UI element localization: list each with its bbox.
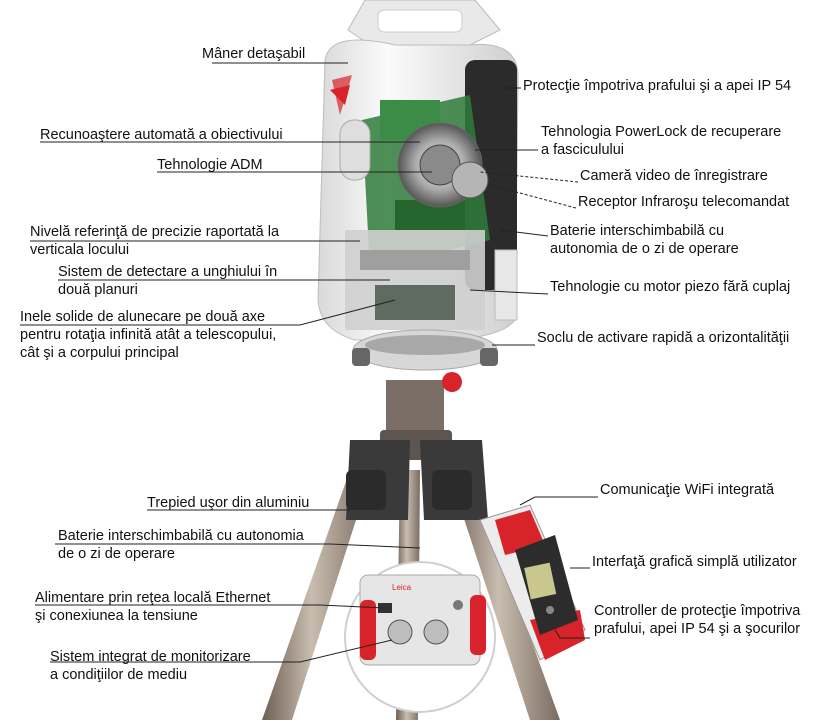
- label-alimentare-line2: şi conexiunea la tensiune: [35, 608, 198, 624]
- label-controller-line2: prafului, apei IP 54 şi a şocurilor: [594, 621, 801, 637]
- label-sistem-unghi-line2: două planuri: [58, 282, 138, 298]
- label-soclu: Soclu de activare rapidă a orizontalităţ…: [537, 330, 790, 346]
- label-baterie-jos-line1: Baterie interschimbabilă cu autonomia: [58, 528, 304, 544]
- label-inele-line1: Inele solide de alunecare pe două axe: [20, 309, 266, 325]
- label-protectie-praf: Protecţie împotriva prafului şi a apei I…: [523, 78, 792, 94]
- svg-text:Leica: Leica: [392, 583, 412, 592]
- label-baterie-sus-line2: autonomia de o zi de operare: [550, 241, 739, 257]
- label-nivela-line1: Nivelă referinţă de precizie raportată l…: [30, 224, 280, 240]
- label-baterie-jos-line2: de o zi de operare: [58, 546, 175, 562]
- label-inele-line3: cât şi a corpului principal: [20, 345, 179, 361]
- label-controller-line1: Controller de protecţie împotriva: [594, 603, 801, 619]
- label-trepied: Trepied uşor din aluminiu: [147, 495, 310, 511]
- label-alimentare-line1: Alimentare prin reţea locală Ethernet: [35, 590, 271, 606]
- label-powerlock-line1: Tehnologia PowerLock de recuperare: [541, 124, 782, 140]
- label-camera: Cameră video de înregistrare: [580, 168, 768, 184]
- label-monitorizare-line1: Sistem integrat de monitorizare: [50, 649, 251, 665]
- laser-tracker-icon: [317, 0, 519, 371]
- label-sistem-unghi-line1: Sistem de detectare a unghiului în: [58, 264, 278, 280]
- label-baterie-sus-line1: Baterie interschimbabilă cu: [550, 223, 725, 239]
- label-interfata: Interfaţă grafică simplă utilizator: [592, 554, 797, 570]
- label-recunoastere: Recunoaştere automată a obiectivului: [40, 127, 283, 143]
- label-inele-line2: pentru rotaţia infinită atât a telescopu…: [20, 327, 277, 343]
- label-adm: Tehnologie ADM: [157, 157, 263, 173]
- tripod-icon: [262, 372, 560, 720]
- leader-lines: [20, 62, 598, 663]
- label-nivela-line2: verticala locului: [30, 242, 130, 258]
- label-motor-piezo: Tehnologie cu motor piezo fără cuplaj: [550, 279, 791, 295]
- label-wifi: Comunicaţie WiFi integrată: [600, 482, 775, 498]
- label-powerlock-line2: a fasciculului: [541, 142, 625, 158]
- label-monitorizare-line2: a condiţiilor de mediu: [50, 667, 188, 683]
- label-receptor: Receptor Infraroşu telecomandat: [578, 194, 790, 210]
- handheld-controller-icon: [479, 504, 586, 661]
- label-maner: Mâner detaşabil: [202, 46, 306, 62]
- connector-panel-icon: Leica: [344, 561, 496, 713]
